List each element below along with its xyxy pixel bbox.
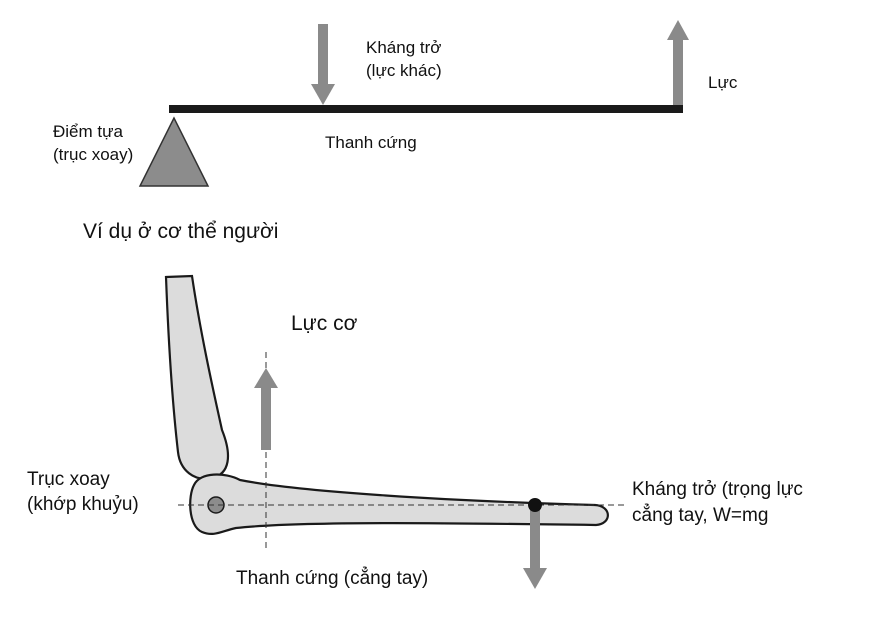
muscle-force-arrow bbox=[254, 368, 278, 450]
lever-bar-label: Thanh cứng bbox=[325, 133, 417, 152]
forearm-weight-sublabel: cẳng tay, W=mg bbox=[632, 505, 769, 526]
lever-resistance-label: Kháng trở bbox=[366, 38, 442, 57]
arm-example bbox=[164, 274, 625, 589]
forearm-weight-label: Kháng trở (trọng lực bbox=[632, 479, 803, 500]
forearm-bar-label: Thanh cứng (cẳng tay) bbox=[236, 568, 429, 589]
lever-resistance-sublabel: (lực khác) bbox=[366, 61, 442, 80]
rigid-bar bbox=[169, 105, 683, 113]
elbow-pivot-sublabel: (khớp khuỷu) bbox=[27, 494, 139, 515]
center-of-mass-dot bbox=[528, 498, 542, 512]
fulcrum-sublabel: (trục xoay) bbox=[53, 145, 134, 164]
lever-force-label: Lực bbox=[708, 73, 738, 92]
weight-arrow bbox=[523, 508, 547, 589]
forearm-bone bbox=[189, 473, 609, 536]
muscle-force-label: Lực cơ bbox=[291, 312, 358, 335]
force-arrow bbox=[667, 20, 689, 105]
fulcrum-triangle bbox=[138, 116, 210, 187]
upper-arm-bone bbox=[164, 274, 229, 480]
example-title: Ví dụ ở cơ thể người bbox=[83, 220, 279, 243]
fulcrum-label: Điểm tựa bbox=[53, 122, 123, 141]
lever-schematic bbox=[138, 20, 689, 187]
resistance-arrow bbox=[311, 24, 335, 105]
elbow-pivot-label: Trục xoay bbox=[27, 469, 110, 490]
